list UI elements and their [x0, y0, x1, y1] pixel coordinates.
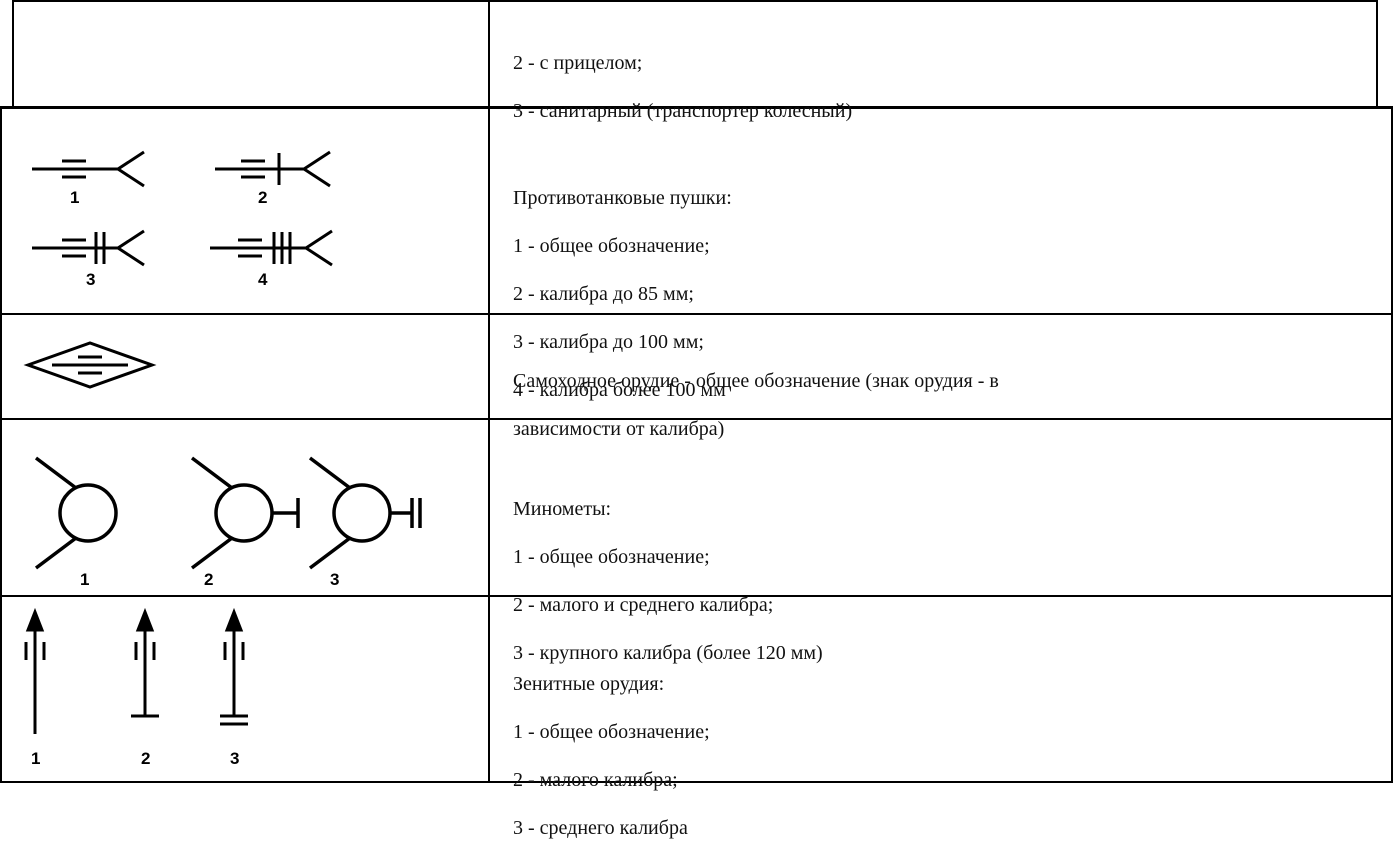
- top-border: [12, 0, 1378, 2]
- antitank-gun-icon-2: [215, 150, 331, 188]
- row-1-line-4: 4 - калибра более 100 мм: [513, 379, 726, 401]
- antitank-number-1: 1: [70, 188, 79, 207]
- row-1-line-1: 1 - общее обозначение;: [513, 235, 710, 257]
- aa-number-2: 2: [141, 749, 150, 768]
- aa-gun-icon-1: [24, 607, 46, 734]
- row-3-line-0: Минометы:: [513, 498, 612, 520]
- aa-gun-icon-3: [220, 607, 248, 726]
- row-divider-1: [0, 313, 1393, 315]
- row-2-text: Самоходное орудие - общее обозначение (з…: [513, 345, 1373, 465]
- aa-number-3: 3: [230, 749, 239, 768]
- row-1-line-3: 3 - калибра до 100 мм;: [513, 331, 704, 353]
- row-3-line-2: 2 - малого и среднего калибра;: [513, 594, 774, 616]
- row-1-line-2: 2 - калибра до 85 мм;: [513, 283, 694, 305]
- row-3-line-3: 3 - крупного калибра (более 120 мм): [513, 642, 823, 664]
- row-1-text: Противотанковые пушки: 1 - общее обознач…: [513, 162, 1373, 426]
- row-3-text: Минометы: 1 - общее обозначение; 2 - мал…: [513, 473, 1373, 689]
- row-divider-3: [0, 595, 1393, 597]
- aa-gun-icon-2: [131, 607, 159, 718]
- mortar-number-3: 3: [330, 570, 339, 589]
- right-border: [1391, 106, 1393, 783]
- aa-number-1: 1: [31, 749, 40, 768]
- mortar-icon-3: [308, 456, 422, 570]
- left-border: [0, 106, 2, 783]
- row-4-line-0: Зенитные орудия:: [513, 673, 665, 695]
- mortar-number-2: 2: [204, 570, 213, 589]
- mortar-icon-2: [190, 456, 300, 570]
- symbols-layer: 1 2 3 4 1: [23, 150, 422, 768]
- row-1-line-0: Противотанковые пушки:: [513, 187, 732, 209]
- column-divider: [488, 0, 490, 783]
- row-0-line-1: 3 - санитарный (транспортер колесный): [513, 100, 853, 122]
- divider-thick: [0, 106, 1393, 109]
- antitank-number-3: 3: [86, 270, 95, 289]
- antitank-number-2: 2: [258, 188, 267, 207]
- row-4-line-1: 1 - общее обозначение;: [513, 721, 710, 743]
- self-propelled-gun-icon: [23, 341, 157, 389]
- antitank-gun-icon-3: [32, 229, 145, 267]
- row-0-text: 2 - с прицелом; 3 - санитарный (транспор…: [513, 27, 1373, 147]
- left-border-top: [12, 0, 14, 108]
- mortar-icon-1: [34, 456, 118, 570]
- row-3-line-1: 1 - общее обозначение;: [513, 546, 710, 568]
- row-divider-2: [0, 418, 1393, 420]
- bottom-border: [0, 781, 1393, 783]
- antitank-gun-icon-1: [32, 150, 145, 188]
- antitank-gun-icon-4: [210, 229, 333, 267]
- mortar-number-1: 1: [80, 570, 89, 589]
- right-border-top: [1376, 0, 1378, 108]
- row-4-line-3: 3 - среднего калибра: [513, 817, 688, 839]
- antitank-number-4: 4: [258, 270, 268, 289]
- row-2-line-0: Самоходное орудие - общее обозначение (з…: [513, 370, 999, 392]
- row-0-line-0: 2 - с прицелом;: [513, 52, 643, 74]
- row-2-line-1: зависимости от калибра): [513, 418, 725, 440]
